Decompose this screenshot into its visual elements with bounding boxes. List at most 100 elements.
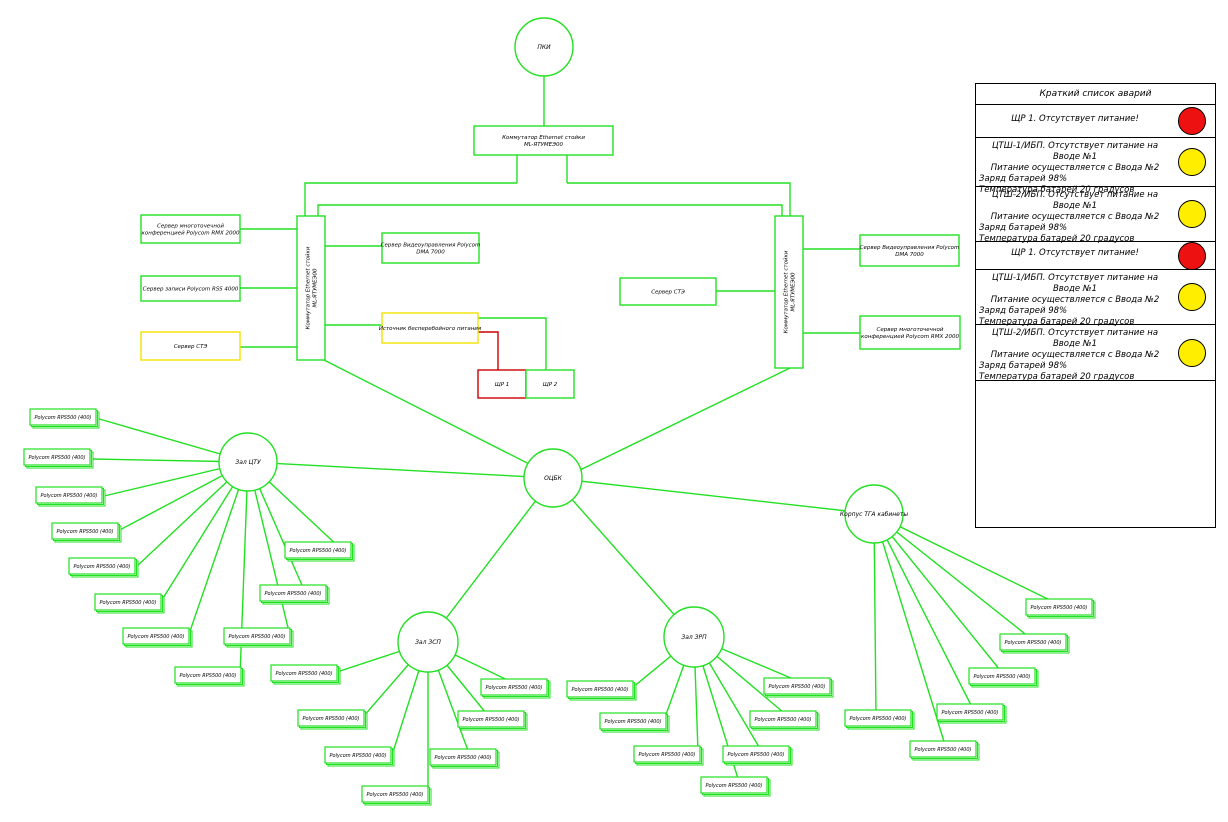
connector-line xyxy=(478,317,547,370)
endpoint-label: Polycom RPS500 (400) xyxy=(29,455,86,461)
zone-zsp-label: Зал ЗСП xyxy=(415,639,441,646)
endpoint-label: Polycom RPS500 (400) xyxy=(229,634,286,640)
alarm-text-line: Питание осуществляется с Ввода №2 xyxy=(990,212,1160,222)
endpoint-label: Polycom RPS500 (400) xyxy=(572,687,629,693)
alarm-text: ЦТШ-2/ИБП. Отсутствует питание на Вводе … xyxy=(976,187,1215,247)
alarm-row[interactable]: ЩР 1. Отсутствует питание! xyxy=(976,241,1215,270)
endpoint-label: Polycom RPS500 (400) xyxy=(486,685,543,691)
endpoint-terminal: Polycom RPS500 (400) xyxy=(457,710,528,731)
endpoint-label: Polycom RPS500 (400) xyxy=(463,717,520,723)
endpoint-frame xyxy=(270,664,338,682)
endpoint-terminal: Polycom RPS500 (400) xyxy=(722,745,793,766)
connector-line xyxy=(579,367,791,471)
connector-line xyxy=(323,359,542,471)
server-rss-frame xyxy=(140,275,241,302)
endpoint-terminal: Polycom RPS500 (400) xyxy=(35,486,106,507)
endpoint-terminal: Polycom RPS500 (400) xyxy=(429,748,500,769)
building-endpoint-link xyxy=(873,513,975,712)
server-video-right xyxy=(859,234,960,267)
endpoint-terminal: Polycom RPS500 (400) xyxy=(999,633,1070,654)
alarm-text-line: Питание осуществляется с Ввода №2 xyxy=(990,163,1160,173)
alarm-text-line: Заряд батарей 98% xyxy=(979,174,1068,184)
endpoint-label: Polycom RPS500 (400) xyxy=(35,415,92,421)
endpoint-terminal: Polycom RPS500 (400) xyxy=(700,776,771,797)
server-mcu-left xyxy=(140,214,241,244)
shr1-box-frame xyxy=(477,369,527,399)
endpoint-terminal: Polycom RPS500 (400) xyxy=(763,677,834,698)
endpoint-label: Polycom RPS500 (400) xyxy=(755,717,812,723)
endpoint-frame xyxy=(94,593,162,611)
endpoint-frame xyxy=(968,667,1036,685)
alarm-text-line: ЦТШ-2/ИБП. Отсутствует питание на Вводе … xyxy=(991,328,1159,349)
endpoint-terminal: Polycom RPS500 (400) xyxy=(68,557,139,578)
endpoint-terminal: Polycom RPS500 (400) xyxy=(270,664,341,685)
shr1-box xyxy=(477,369,527,399)
alarm-row[interactable]: ЩР 1. Отсутствует питание! xyxy=(976,105,1215,138)
cts-endpoint-link xyxy=(187,461,249,638)
yellow-status-lamp-icon xyxy=(1178,338,1206,367)
alarm-text-line: ЦТШ-2/ИБП. Отсутствует питание на Вводе … xyxy=(991,190,1159,211)
endpoint-label: Polycom RPS500 (400) xyxy=(303,716,360,722)
endpoint-terminal: Polycom RPS500 (400) xyxy=(23,448,94,469)
endpoint-label: Polycom RPS500 (400) xyxy=(367,792,424,798)
endpoint-label: Polycom RPS500 (400) xyxy=(769,684,826,690)
alarm-text-line: ЦТШ-1/ИБП. Отсутствует питание на Вводе … xyxy=(991,273,1159,294)
pki-node-label: ПКИ xyxy=(537,44,551,51)
red-status-lamp-icon xyxy=(1178,107,1206,135)
endpoint-frame xyxy=(1025,598,1093,616)
alarm-row[interactable]: ЦТШ-1/ИБП. Отсутствует питание на Вводе … xyxy=(976,270,1215,327)
alarm-rows: ЩР 1. Отсутствует питание! ЦТШ-1/ИБП. Отс… xyxy=(976,105,1215,382)
endpoint-frame xyxy=(68,557,136,575)
endpoint-frame xyxy=(936,703,1004,721)
endpoint-label: Polycom RPS500 (400) xyxy=(605,719,662,725)
alarm-row[interactable]: ЦТШ-1/ИБП. Отсутствует питание на Вводе … xyxy=(976,138,1215,195)
endpoint-frame xyxy=(844,709,912,727)
endpoint-frame xyxy=(457,710,525,728)
endpoint-terminal: Polycom RPS500 (400) xyxy=(29,408,100,429)
alarm-text-line: ЩР 1. Отсутствует питание! xyxy=(1011,113,1139,124)
switch-left-label: Коммутатор Ethernet стойкиML-ЯТУМЕЭ00 xyxy=(305,246,318,329)
endpoint-terminal: Polycom RPS500 (400) xyxy=(51,522,122,543)
alarm-text: ЦТШ-2/ИБП. Отсутствует питание на Вводе … xyxy=(976,325,1215,385)
red-status-lamp-icon xyxy=(1178,241,1206,270)
endpoint-terminal: Polycom RPS500 (400) xyxy=(749,710,820,731)
endpoint-label: Polycom RPS500 (400) xyxy=(728,752,785,758)
zone-building xyxy=(844,484,904,544)
endpoint-label: Polycom RPS500 (400) xyxy=(276,671,333,677)
endpoint-terminal: Polycom RPS500 (400) xyxy=(968,667,1039,688)
alarm-row[interactable]: ЦТШ-2/ИБП. Отсутствует питание на Вводе … xyxy=(976,325,1215,382)
alarm-text-line: Питание осуществляется с Ввода №2 xyxy=(990,295,1160,305)
switch-right-label: Коммутатор Ethernet стойкиML-ЯТУМЕЭ00 xyxy=(783,250,796,333)
alarm-text: ЩР 1. Отсутствует питание! xyxy=(976,242,1215,261)
building-endpoint-link xyxy=(873,513,1035,642)
endpoint-label: Polycom RPS500 (400) xyxy=(639,752,696,758)
zone-cts-label: Зал ЦТУ xyxy=(235,459,261,466)
endpoint-terminal: Polycom RPS500 (400) xyxy=(122,627,193,648)
zone-zrp xyxy=(663,606,725,668)
connector-line xyxy=(552,477,695,638)
server-stu-right xyxy=(619,277,717,306)
connector-line xyxy=(567,182,791,216)
endpoint-label: Polycom RPS500 (400) xyxy=(74,564,131,570)
endpoint-label: Polycom RPS500 (400) xyxy=(974,674,1031,680)
endpoint-label: Polycom RPS500 (400) xyxy=(1005,640,1062,646)
endpoint-frame xyxy=(722,745,790,763)
endpoint-terminal: Polycom RPS500 (400) xyxy=(844,709,915,730)
alarm-text-line: Температура батарей 20 градусов xyxy=(979,185,1135,195)
endpoint-label: Polycom RPS500 (400) xyxy=(57,529,114,535)
alarm-row[interactable]: ЦТШ-2/ИБП. Отсутствует питание на Вводе … xyxy=(976,187,1215,244)
server-stu-right-frame xyxy=(619,277,717,306)
server-stu-left-label: Сервер СТЭ xyxy=(174,344,208,350)
alarm-text-line: Температура батарей 20 градусов xyxy=(979,234,1135,244)
server-rss-label: Сервер записи Polycom RSS 4000 xyxy=(143,286,239,292)
endpoint-terminal: Polycom RPS500 (400) xyxy=(566,680,637,701)
endpoint-frame xyxy=(51,522,119,540)
server-video-left xyxy=(381,232,480,264)
endpoint-frame xyxy=(29,408,97,426)
endpoint-frame xyxy=(122,627,190,645)
alarm-text: ЦТШ-1/ИБП. Отсутствует питание на Вводе … xyxy=(976,138,1215,198)
endpoint-label: Polycom RPS500 (400) xyxy=(41,493,98,499)
